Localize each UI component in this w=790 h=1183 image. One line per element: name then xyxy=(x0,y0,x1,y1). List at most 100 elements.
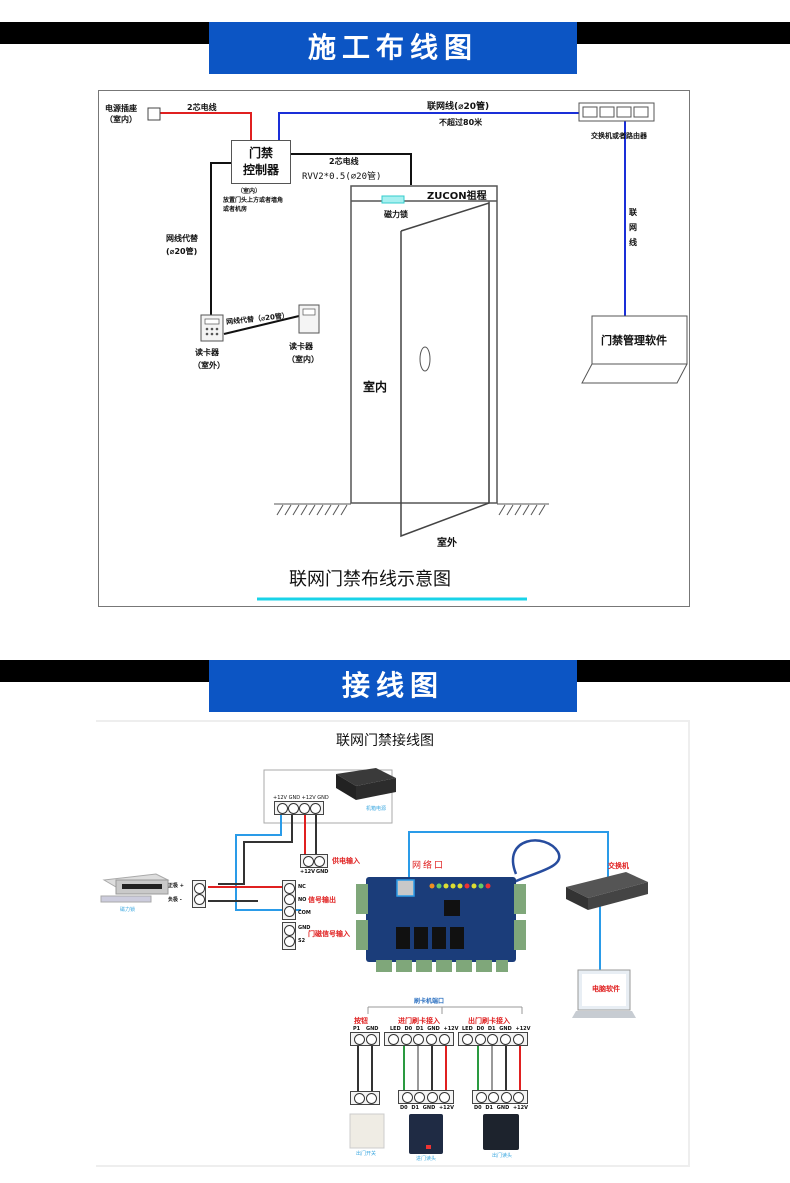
network-wire-label: 联网线(⌀20管) xyxy=(427,102,490,112)
door-frame xyxy=(350,185,498,504)
controller-note-2: 放置门头上方或者墙角 xyxy=(223,197,284,204)
power-wire-label: 2芯电线 xyxy=(187,103,217,112)
switch-device-icon xyxy=(566,872,648,910)
door-sensor-label: 门磁信号输入 xyxy=(308,930,350,938)
pin: +12V xyxy=(443,1026,459,1032)
wiring-layout-lines xyxy=(147,102,688,601)
reader-wire-spec: (⌀20管) xyxy=(166,247,198,256)
controller-note-3: 或者机房 xyxy=(223,206,248,213)
reader-wire xyxy=(210,162,231,315)
exit-button-device xyxy=(349,1113,385,1149)
entry-reader-device-pins: D0 D1 GND +12V xyxy=(400,1105,454,1111)
pin: D0 xyxy=(476,1026,485,1032)
signal-pin: COM xyxy=(298,910,311,916)
board-leds xyxy=(429,883,491,889)
pin: D0 xyxy=(400,1105,408,1111)
net-vertical-2: 网 xyxy=(629,223,637,232)
wire-network xyxy=(408,831,609,882)
power-socket-label: 电源插座 xyxy=(105,104,137,113)
entry-reader-terminal xyxy=(384,1032,454,1046)
psu-pin: +12V xyxy=(273,795,287,801)
signal-output-label: 信号输出 xyxy=(308,896,336,904)
ground-hatch xyxy=(276,504,546,516)
lock-wire xyxy=(289,153,412,185)
door-sensor-terminal xyxy=(282,922,296,950)
exit-reader-pins: LED D0 D1 GND +12V xyxy=(462,1026,531,1032)
controller-label-2: 控制器 xyxy=(242,163,279,177)
controller-note-1: （室内） xyxy=(237,188,262,195)
net-vertical-3: 线 xyxy=(629,238,637,247)
entry-reader-device-terminal xyxy=(398,1090,454,1104)
exit-reader-terminal xyxy=(458,1032,528,1046)
software-label: 门禁管理软件 xyxy=(601,334,667,347)
reader-outdoor-sub: （室外） xyxy=(193,361,225,370)
computer-label: 电脑软件 xyxy=(592,985,620,993)
power-input-terminal xyxy=(300,854,328,868)
exit-reader-device-terminal xyxy=(472,1090,528,1104)
switch-label: 交换机 xyxy=(608,862,629,870)
lock-wire-spec: RVV2*0.5(⌀20管) xyxy=(302,172,382,182)
power-socket-icon xyxy=(147,107,161,121)
exit-reader-device xyxy=(483,1114,519,1150)
pin: D1 xyxy=(487,1026,496,1032)
exit-reader-label: 出门读头 xyxy=(492,1153,513,1159)
maglock xyxy=(381,195,405,204)
network-wire-top xyxy=(278,112,579,141)
psu-label: 机箱电源 xyxy=(366,806,387,812)
laptop-device-icon xyxy=(572,969,636,1018)
pin: LED xyxy=(390,1026,401,1032)
entry-reader-label: 进门读头 xyxy=(416,1156,437,1162)
pin: +12V xyxy=(438,1105,455,1111)
exit-button-label: 出门开关 xyxy=(356,1151,377,1157)
pin: GND xyxy=(427,1026,440,1032)
door-sensor-pin: GND xyxy=(298,925,311,931)
board-relays xyxy=(396,927,464,949)
power-socket-sub: （室内） xyxy=(105,115,137,124)
button-device-terminal xyxy=(350,1091,380,1105)
indoor-label: 室内 xyxy=(363,380,388,394)
power-input-pin: +12V xyxy=(300,869,316,875)
reader-wire-label: 网线代替 xyxy=(166,234,198,243)
signal-pin: NC xyxy=(298,884,306,890)
psu-pin: GND xyxy=(288,795,301,801)
pin: GND xyxy=(422,1105,436,1111)
psu-enclosure xyxy=(263,769,393,824)
reader-outdoor-label: 读卡器 xyxy=(195,348,219,357)
maglock-pin-positive: 正极 + xyxy=(168,883,184,889)
connection-diagram: 联网门禁接线图 xyxy=(96,720,690,1167)
maglock-label: 磁力锁 xyxy=(120,907,136,913)
signal-output-terminal xyxy=(282,880,296,920)
controller-box: 门禁 控制器 xyxy=(231,140,291,184)
reader-indoor-sub: （室内） xyxy=(287,355,319,364)
pin: +12V xyxy=(515,1026,531,1032)
network-port-label: 网络口 xyxy=(412,861,446,871)
entry-reader-group-label: 进门刷卡接入 xyxy=(398,1017,440,1025)
door-panel xyxy=(400,201,490,538)
button-pin: P1 xyxy=(353,1026,361,1032)
entry-reader-pins: LED D0 D1 GND +12V xyxy=(390,1026,459,1032)
section2-banner-title: 接线图 xyxy=(209,660,577,712)
pin: D1 xyxy=(411,1105,420,1111)
connection-diagram-title: 联网门禁接线图 xyxy=(336,733,434,749)
signal-pin: NO xyxy=(298,897,307,903)
network-cable-icon xyxy=(511,839,561,884)
maglock-pin-negative: 负极 - xyxy=(168,897,182,903)
pin: GND xyxy=(499,1026,512,1032)
button-terminal xyxy=(350,1032,380,1046)
wiring-layout-diagram: 电源插座 （室内） 2芯电线 联网线(⌀20管) 不超过80米 交换机或者路由器… xyxy=(98,90,690,607)
button-pin: GND xyxy=(366,1026,379,1032)
pin: +12V xyxy=(512,1105,529,1111)
maglock-device-icon xyxy=(100,873,170,903)
control-board xyxy=(366,877,516,962)
pin: D0 xyxy=(404,1026,413,1032)
controller-label-1: 门禁 xyxy=(248,146,273,160)
power-input-label: 供电输入 xyxy=(332,857,360,865)
switch-label: 交换机或者路由器 xyxy=(591,132,647,140)
maglock-terminal xyxy=(192,880,206,908)
pin: D1 xyxy=(485,1105,494,1111)
power-wire xyxy=(159,112,252,141)
button-group-label: 按钮 xyxy=(354,1017,368,1025)
network-wire-note: 不超过80米 xyxy=(439,118,483,127)
door-handle xyxy=(419,346,431,372)
connection-lines xyxy=(100,768,648,1154)
